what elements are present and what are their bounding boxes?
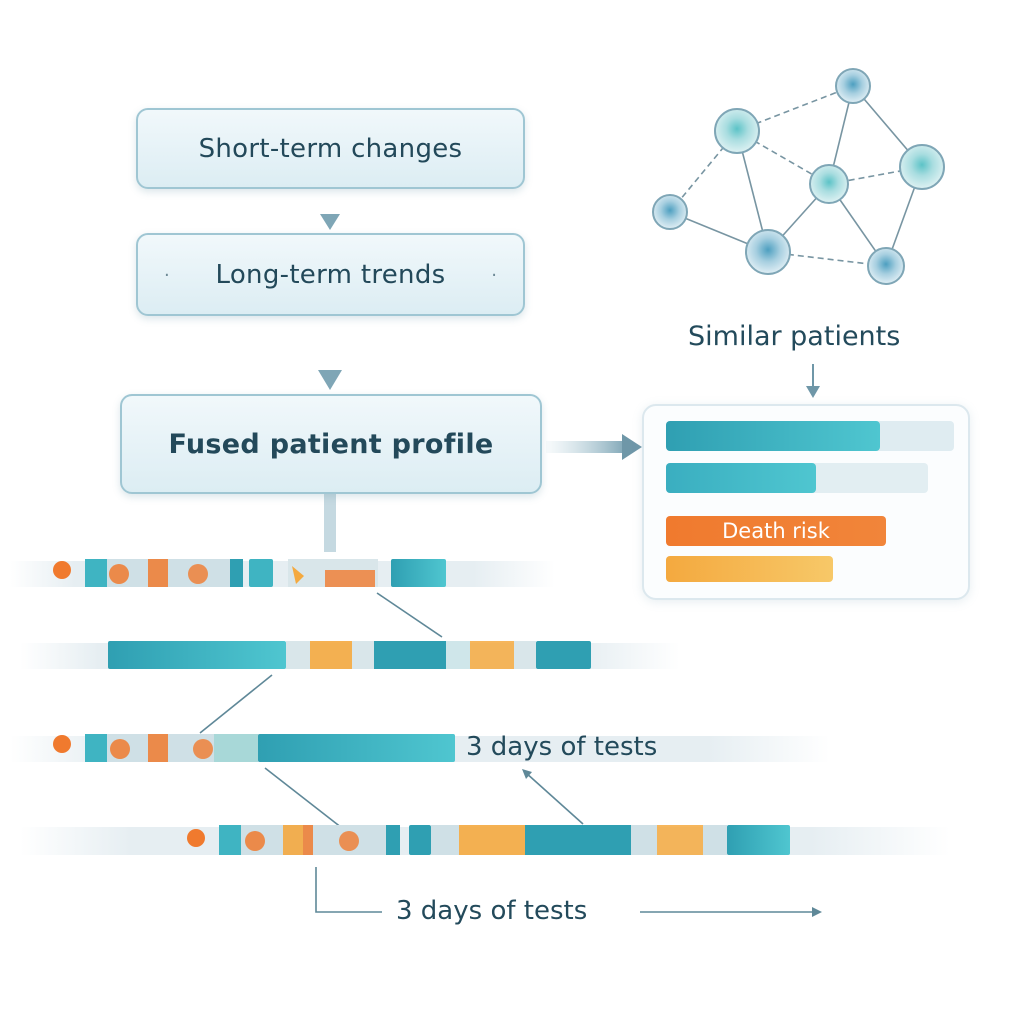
network-node — [652, 194, 688, 230]
network-node — [714, 108, 760, 154]
timeline-row-1 — [10, 559, 555, 587]
network-node — [835, 68, 871, 104]
right-dot-icon: · — [491, 265, 497, 286]
network-nodes — [652, 68, 945, 285]
timeline-row-2 — [20, 641, 680, 669]
fused-patient-profile-label: Fused patient profile — [168, 428, 494, 460]
network-node — [899, 144, 945, 190]
death-risk-bar — [666, 516, 886, 546]
similar-arrow-down — [806, 364, 820, 398]
flow-stem-down — [324, 494, 336, 552]
network-edges — [669, 85, 923, 267]
timeline-label-2: 3 days of tests — [396, 896, 588, 926]
timeline-label-1: 3 days of tests — [466, 732, 658, 762]
left-dot-icon: · — [164, 265, 170, 286]
link-row-3-4a — [264, 767, 343, 829]
timeline-row-4 — [20, 825, 950, 855]
risk-bar-2 — [666, 556, 833, 582]
link-arrowhead — [522, 769, 532, 779]
fused-patient-profile-box: Fused patient profile — [120, 394, 542, 494]
long-term-trends-box: · Long-term trends · — [136, 233, 525, 316]
link-row-3-4b — [524, 771, 584, 825]
network-node — [809, 164, 849, 204]
flow-arrow-right — [546, 434, 642, 460]
long-term-trends-label: Long-term trends — [215, 259, 446, 290]
similar-patients-label: Similar patients — [688, 321, 901, 352]
link-row-1-2 — [376, 592, 443, 638]
short-term-changes-box: Short-term changes — [136, 108, 525, 189]
span-arrow — [315, 867, 814, 913]
network-node — [867, 247, 905, 285]
death-risk-label: Death risk — [722, 519, 830, 543]
similarity-bar-2 — [666, 463, 816, 493]
timeline-row-3 — [10, 734, 830, 762]
similarity-bar-1 — [666, 421, 880, 451]
flow-arrow-1 — [320, 190, 340, 230]
link-row-2-3 — [199, 674, 273, 734]
flow-arrow-2 — [318, 318, 342, 390]
short-term-changes-label: Short-term changes — [198, 133, 463, 164]
span-arrowhead — [812, 907, 822, 917]
network-node — [745, 229, 791, 275]
